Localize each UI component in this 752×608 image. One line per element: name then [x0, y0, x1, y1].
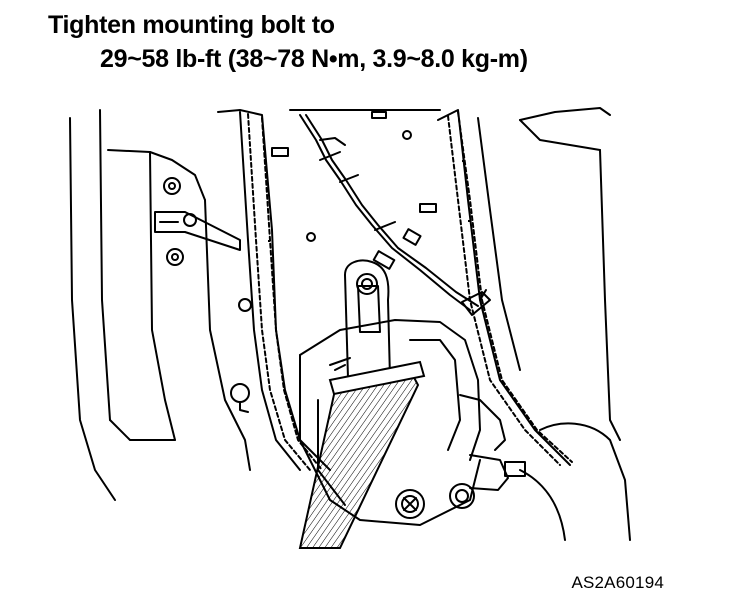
latch-bracket: [154, 211, 241, 251]
frame-hole-lower: [238, 298, 252, 312]
torque-caption: Tighten mounting bolt to 29~58 lb-ft (38…: [48, 8, 528, 76]
mounting-bolt: [395, 489, 425, 519]
left-door-frame: [69, 109, 251, 501]
frame-bolt-bottom: [230, 383, 250, 413]
caption-line-1: Tighten mounting bolt to: [48, 11, 335, 39]
inner-panel: [271, 109, 441, 242]
frame-bolt-upper: [163, 177, 181, 195]
figure-id: AS2A60194: [571, 573, 664, 592]
belt-webbing: [298, 360, 426, 549]
retractor-plug: [449, 483, 475, 509]
right-door-seal: [519, 107, 631, 541]
trim-texture: [264, 150, 480, 282]
mounting-bolt-upper: [356, 273, 378, 295]
right-pillar-trim: [437, 109, 573, 466]
left-pillar-trim: [217, 109, 331, 471]
caption-line-2: 29~58 lb-ft (38~78 N•m, 3.9~8.0 kg-m): [100, 45, 528, 73]
wiring-harness: [299, 114, 491, 316]
frame-bolt-lower: [166, 248, 184, 266]
